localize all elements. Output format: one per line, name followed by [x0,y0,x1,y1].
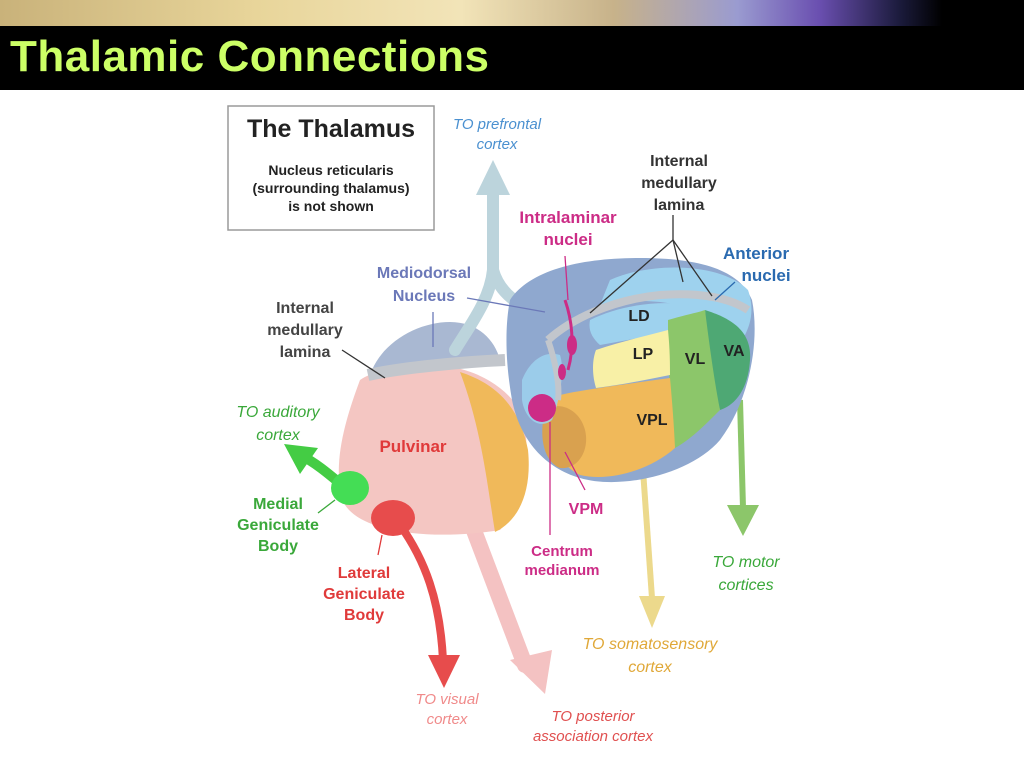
vpm-region [542,406,587,469]
decorative-top-strip [0,0,1024,26]
leader-line [672,239,713,297]
internal-lamina-left-label: medullary [267,322,343,339]
intralaminar-line [563,299,574,371]
leader-line [714,281,736,301]
medial-geniculate-label: Medial [253,496,303,513]
lateral-geniculate-label: Geniculate [323,586,405,603]
centrum-medianum-label: medianum [524,562,599,579]
visual-label: cortex [427,711,468,728]
internal-lamina-right-label: Internal [650,153,708,170]
pulvinar-lobe [338,322,529,535]
anterior-nuclei-label: nuclei [741,266,790,285]
internal-lamina-left-label: Internal [276,300,334,317]
visual-arrow-head [428,655,460,688]
leader-line [317,499,336,514]
medial-geniculate-body [331,471,369,505]
va-label: VA [723,343,744,360]
motor-arrow-head [727,505,759,536]
anterior-lobe [506,258,755,483]
lp-region [593,330,670,388]
note-box-line: is not shown [288,198,374,214]
ld-label: LD [628,308,649,325]
somatosensory-label: TO somatosensory [583,636,719,653]
somatosensory-arrow-head [639,596,665,628]
internal-lamina-right-label: medullary [641,175,717,192]
motor-label: cortices [718,577,773,594]
somatosensory-label: cortex [628,659,673,676]
leader-line [589,239,674,314]
note-box: The Thalamus Nucleus reticularis (surrou… [227,105,435,231]
internal-medullary-lamina-right-band-lower [545,339,562,401]
ld-region [589,303,705,345]
vpm-label: VPM [569,501,604,518]
pulvinar-label: Pulvinar [379,437,446,456]
leader-line [377,534,383,556]
va-region [705,310,751,410]
intralaminar-dot [558,364,566,380]
vl-label: VL [685,351,706,368]
auditory-label: cortex [256,427,301,444]
vl-region [668,310,720,448]
visual-label: TO visual [415,691,479,708]
anterior-nuclei-label: Anterior [723,244,790,263]
auditory-arrow-head [284,444,318,474]
somatosensory-arrow-shaft [640,469,655,599]
note-box-line: Nucleus reticularis [268,162,393,178]
leader-line [564,255,569,301]
posterior-association-label: association cortex [533,728,654,745]
posterior-association-arrow-shaft [462,512,533,673]
geniculate-bodies [284,444,460,688]
auditory-label: TO auditory [236,404,320,421]
title-bar [0,26,1024,90]
posterior-association-arrow-head [510,650,552,694]
lateral-geniculate-body [371,500,415,536]
motor-label: TO motor [712,554,780,571]
note-box-line: (surrounding thalamus) [252,180,409,196]
vpl-label: VPL [636,412,667,429]
leader-line [672,239,684,283]
note-box-heading: The Thalamus [247,115,415,143]
leader-line [341,349,386,379]
leader-lines [317,215,736,556]
medial-geniculate-label: Geniculate [237,517,319,534]
prefrontal-label: cortex [477,136,518,153]
anterior-nuclei-region [600,267,752,335]
motor-arrow-shaft [737,399,746,509]
centrum-medianum-dot [528,394,556,422]
centrum-medianum-label: Centrum [531,543,593,560]
leader-line [466,297,546,313]
lateral-geniculate-label: Body [344,607,384,624]
posterior-association-label: TO posterior [551,708,635,725]
projection-arrows-back [462,399,759,694]
mediodorsal-label: Nucleus [393,288,455,305]
slide-title: Thalamic Connections [10,32,490,81]
lp-label: LP [633,346,654,363]
medial-geniculate-label: Body [258,538,298,555]
posterior-orange-region [460,372,529,532]
internal-lamina-left-label: lamina [280,344,331,361]
leader-line [564,451,586,491]
lateral-geniculate-label: Lateral [338,565,390,582]
intralaminar-label: nuclei [543,230,592,249]
mediodorsal-label: Mediodorsal [377,265,471,282]
internal-lamina-right-label: lamina [654,197,705,214]
prefrontal-label: TO prefrontal [453,116,542,133]
visual-arrow-shaft [396,522,447,661]
prefrontal-arrow-head [476,160,510,195]
labels: TO prefrontal cortex Intralaminar nuclei… [236,116,790,745]
internal-medullary-lamina-left-band [366,354,506,381]
intralaminar-label: Intralaminar [519,208,617,227]
intralaminar-dot [567,335,577,355]
note-box-frame [227,105,435,231]
